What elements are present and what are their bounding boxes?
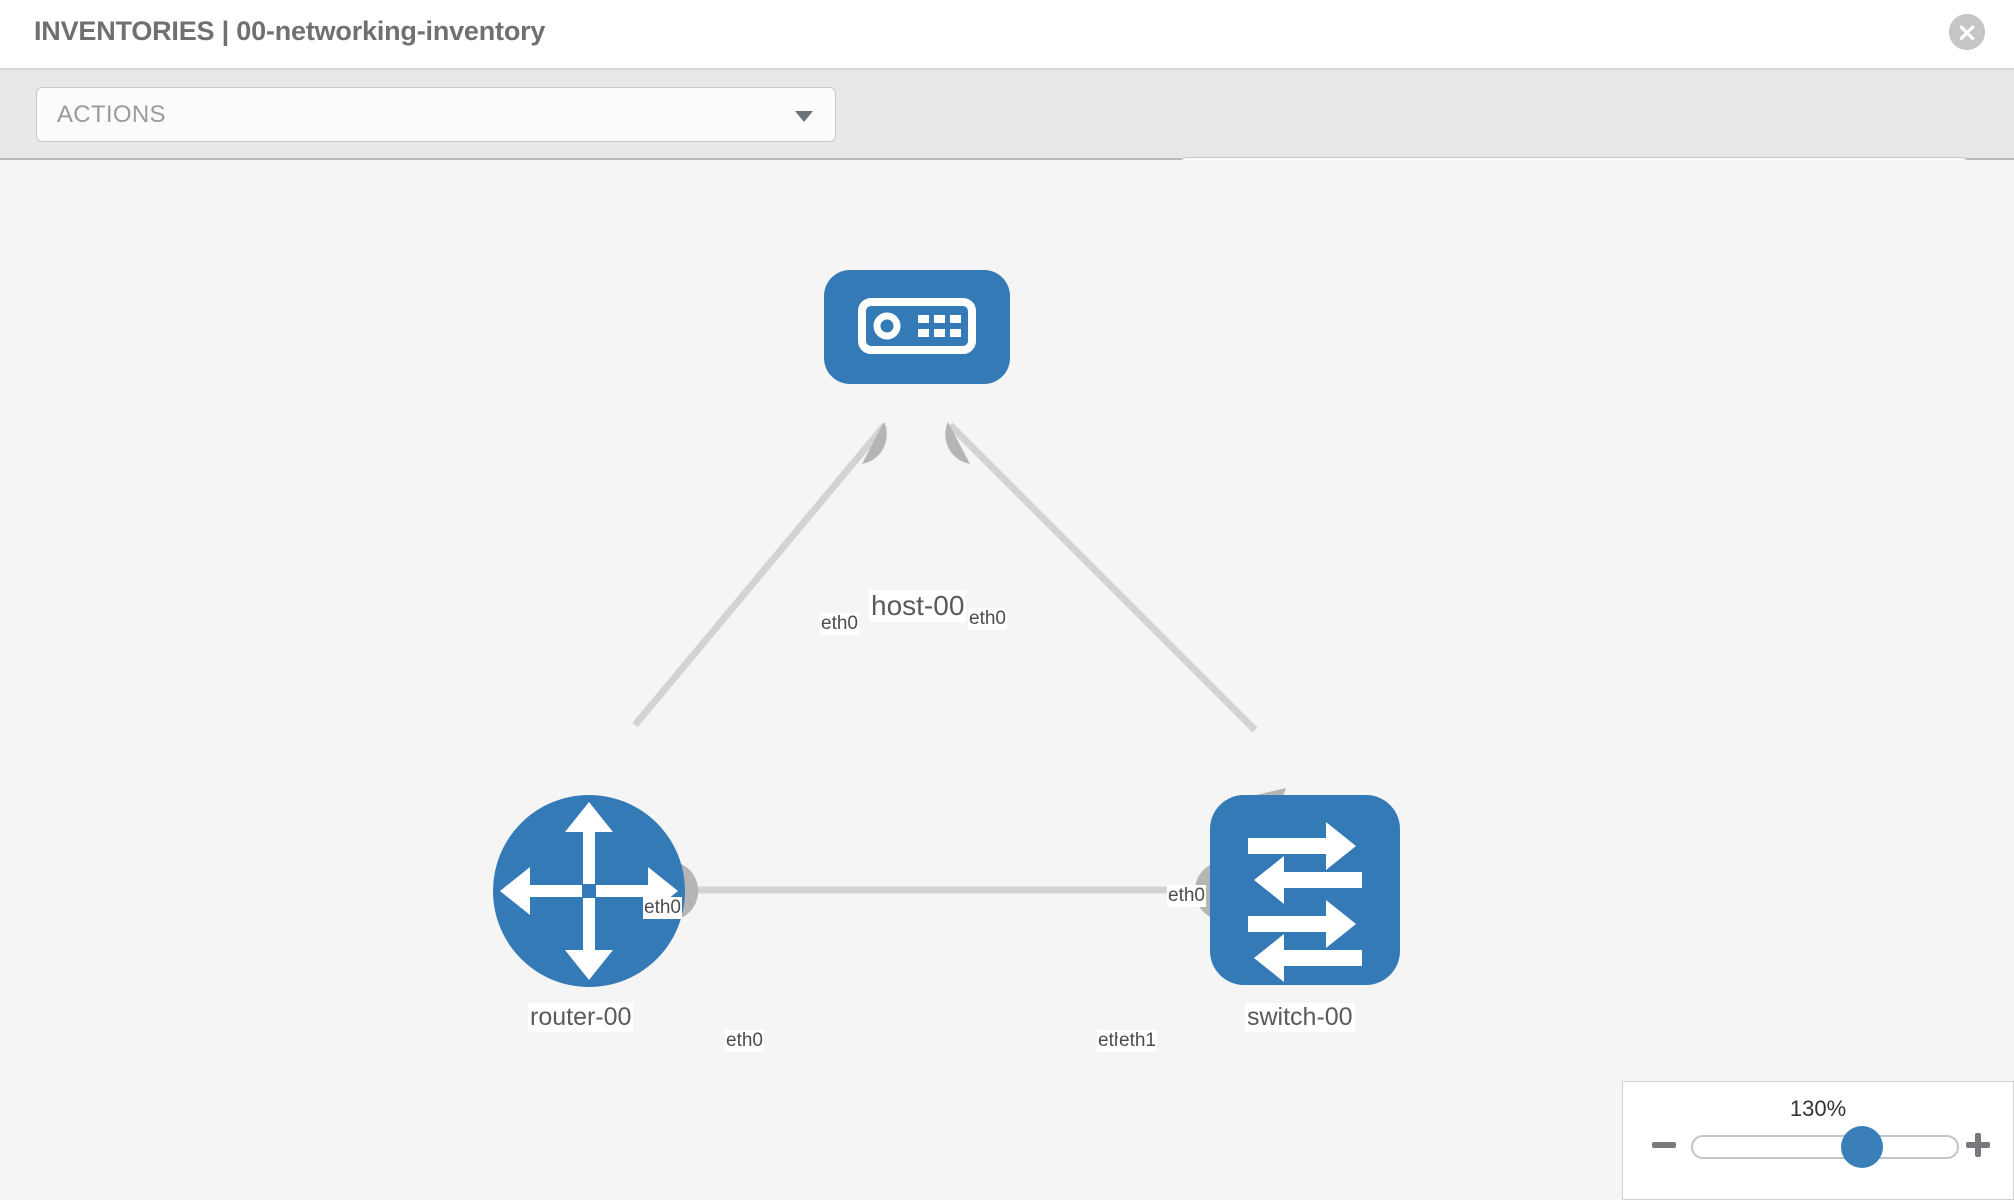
node-label-router-00: router-00 (528, 1003, 634, 1032)
close-icon (1949, 14, 1985, 50)
topology-canvas[interactable]: host-00 router-00 switch-00 eth0 eth0 et… (0, 160, 2014, 1200)
topology-graph (493, 270, 1400, 987)
port-label-switch-left: eth1 (1118, 1030, 1157, 1052)
chevron-down-icon (795, 111, 813, 122)
zoom-slider-track[interactable] (1691, 1135, 1959, 1159)
port-label-host-right: eth0 (968, 608, 1007, 630)
link-host-switch[interactable] (947, 422, 1258, 733)
node-router-00[interactable] (493, 795, 685, 987)
node-label-switch-00: switch-00 (1245, 1003, 1355, 1032)
switch-arrows-icon (1248, 822, 1362, 982)
minus-icon (1652, 1142, 1676, 1148)
plus-icon (1966, 1133, 1990, 1157)
node-host-00[interactable] (824, 270, 1010, 384)
page-header: INVENTORIES | 00-networking-inventory (0, 0, 2014, 70)
zoom-in-button[interactable] (1965, 1132, 1991, 1158)
actions-dropdown-label: ACTIONS (57, 101, 166, 128)
node-switch-00[interactable] (1210, 795, 1400, 985)
zoom-control-panel: 130% (1622, 1081, 2014, 1200)
port-label-router-right: eth0 (725, 1030, 764, 1052)
actions-dropdown[interactable]: ACTIONS (36, 87, 836, 142)
toolbar: ACTIONS SEARCH (0, 70, 2014, 213)
port-stub-host-left[interactable] (862, 422, 887, 464)
port-label-host-left: eth0 (820, 613, 859, 635)
link-host-router[interactable] (632, 422, 888, 728)
node-label-host-00: host-00 (869, 590, 967, 622)
port-label-router-up: eth0 (643, 897, 682, 919)
port-label-switch-up: eth0 (1167, 885, 1206, 907)
page-title: INVENTORIES | 00-networking-inventory (34, 16, 546, 46)
zoom-level-value: 130% (1789, 1096, 1847, 1121)
port-stub-host-right[interactable] (945, 422, 970, 464)
close-button[interactable] (1949, 14, 1985, 50)
zoom-slider-thumb[interactable] (1841, 1126, 1883, 1168)
server-icon (858, 298, 976, 354)
zoom-out-button[interactable] (1651, 1132, 1677, 1158)
